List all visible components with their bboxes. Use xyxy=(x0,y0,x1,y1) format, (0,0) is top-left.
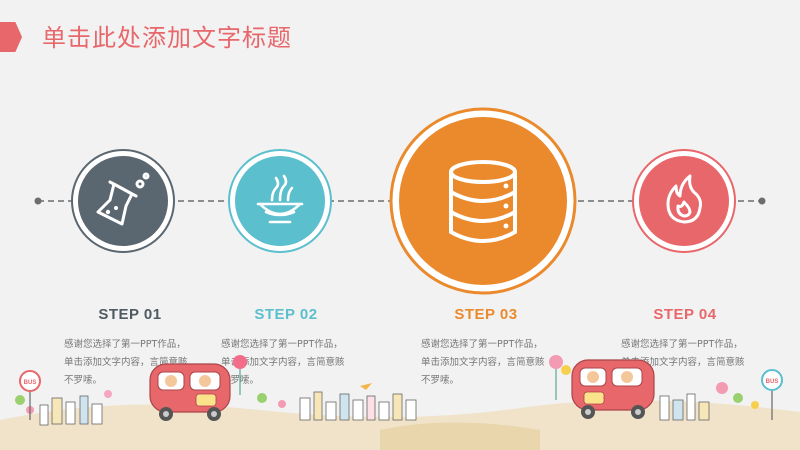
database-icon xyxy=(449,160,517,243)
bus-right xyxy=(571,359,655,419)
bus-left xyxy=(149,355,247,421)
step-02-badge xyxy=(228,149,332,253)
slide-title[interactable]: 单击此处添加文字标题 xyxy=(42,24,292,52)
step-01-label: STEP 01 xyxy=(98,306,162,323)
flask-icon xyxy=(96,172,150,226)
bus-sign-right: BUS xyxy=(761,369,783,420)
step-01-badge xyxy=(71,149,175,253)
title-tag xyxy=(0,22,22,52)
timeline-start-dot xyxy=(34,197,42,205)
ground-patch xyxy=(380,422,540,450)
step-02-label: STEP 02 xyxy=(254,306,318,323)
step-04-badge xyxy=(632,149,736,253)
step-03-badge xyxy=(389,107,577,295)
middle-town xyxy=(257,383,417,421)
left-town xyxy=(15,390,112,426)
ground xyxy=(0,400,800,450)
timeline-end-dot xyxy=(758,197,766,205)
step-04-label: STEP 04 xyxy=(653,306,717,323)
step-03-description[interactable]: 感谢您选择了第一PPT作品，单击添加文字内容，言简意赅不罗嗦。 xyxy=(421,339,545,386)
step-01-description[interactable]: 感谢您选择了第一PPT作品，单击添加文字内容，言简意赅不罗嗦。 xyxy=(64,339,188,386)
bus-sign-right-text: BUS xyxy=(766,379,779,385)
noodle-bowl-icon xyxy=(256,174,304,224)
fire-icon xyxy=(666,174,702,224)
bus-sign-left: BUS xyxy=(19,370,41,420)
right-town xyxy=(549,355,759,421)
step-03-label: STEP 03 xyxy=(454,306,518,323)
bus-sign-left-text: BUS xyxy=(24,380,37,386)
